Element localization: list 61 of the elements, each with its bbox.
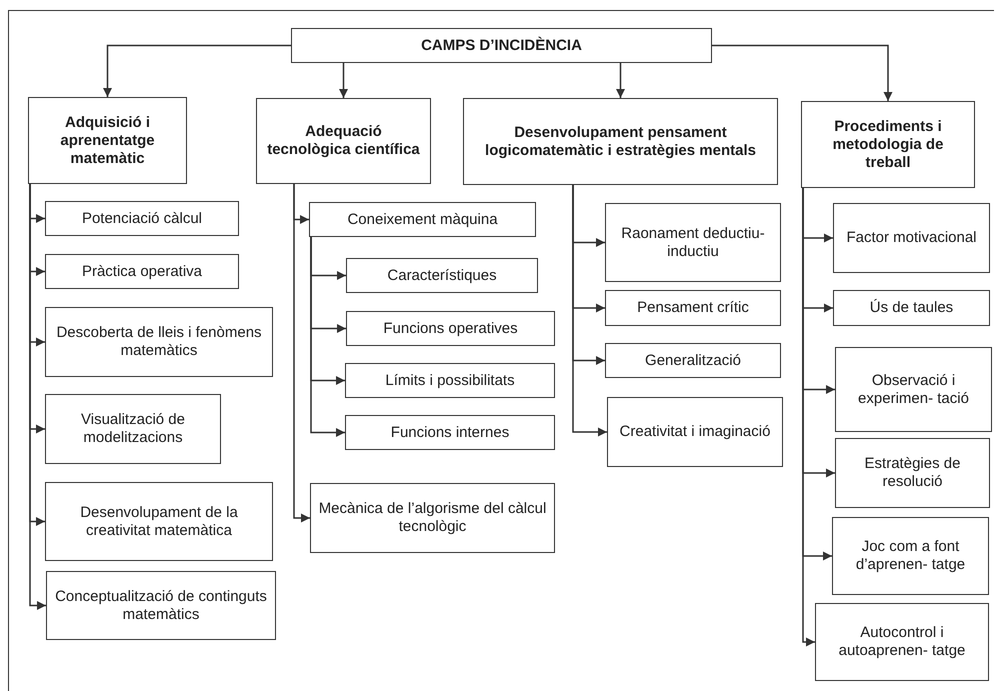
item-box xyxy=(607,397,783,467)
box-label: Observació i experimen- tació xyxy=(857,372,970,408)
category-box xyxy=(256,98,431,184)
root-box xyxy=(291,28,712,63)
item-box xyxy=(309,202,536,237)
arrow xyxy=(712,44,892,101)
item-box xyxy=(346,258,538,293)
item-box xyxy=(605,290,781,326)
box-label: Creativitat i imaginació xyxy=(620,423,770,441)
box-label: CAMPS D’INCIDÈNCIA xyxy=(421,36,582,54)
item-box xyxy=(45,254,239,289)
box-label: Descoberta de lleis i fenòmens matemàtics xyxy=(55,324,263,360)
item-box xyxy=(45,482,273,561)
item-box xyxy=(45,394,221,464)
box-label: Característiques xyxy=(387,266,497,284)
box-label: Joc com a font d’aprenen- tatge xyxy=(854,538,966,574)
box-label: Adquisició i aprenentatge matemàtic xyxy=(59,114,156,168)
item-box xyxy=(310,483,555,553)
box-label: Adequació tecnològica científica xyxy=(266,123,421,159)
box-label: Conceptualització de continguts matemàtics xyxy=(54,588,268,624)
item-box xyxy=(346,311,555,346)
item-box xyxy=(45,307,273,377)
item-box xyxy=(605,203,781,282)
arrow xyxy=(339,63,348,98)
box-label: Desenvolupament pensament logicomatemàtic i estratègies mentals xyxy=(484,124,757,160)
box-label: Funcions operatives xyxy=(383,320,518,338)
item-box xyxy=(832,517,989,595)
category-box xyxy=(801,101,975,188)
arrow xyxy=(293,184,310,522)
item-box xyxy=(45,201,239,236)
item-box xyxy=(605,343,781,378)
item-box xyxy=(345,415,555,450)
box-label: Raonament deductiu- inductiu xyxy=(620,224,766,260)
arrow xyxy=(572,185,607,436)
category-box xyxy=(28,97,187,184)
box-label: Límits i possibilitats xyxy=(385,372,515,390)
box-label: Estratègies de resolució xyxy=(864,455,962,491)
box-label: Mecànica de l’algorisme del càlcul tecnològic xyxy=(318,500,548,536)
box-label: Coneixement màquina xyxy=(347,210,498,228)
item-box xyxy=(835,347,992,432)
box-label: Procediments i metodologia de treball xyxy=(832,118,944,172)
arrow xyxy=(310,237,345,437)
item-box xyxy=(815,603,989,681)
item-box xyxy=(833,203,990,273)
item-box xyxy=(345,363,555,398)
box-label: Autocontrol i autoaprenen- tatge xyxy=(838,624,966,660)
box-label: Generalització xyxy=(645,352,741,370)
box-label: Visualització de modelitzacions xyxy=(80,411,186,447)
category-box xyxy=(463,98,778,185)
box-label: Potenciació càlcul xyxy=(82,210,202,228)
box-label: Ús de taules xyxy=(870,299,954,317)
box-label: Desenvolupament de la creativitat matemàtica xyxy=(79,504,239,540)
box-label: Pensament crític xyxy=(637,299,749,317)
arrow xyxy=(616,63,625,98)
item-box xyxy=(46,571,276,640)
item-box xyxy=(833,290,990,326)
box-label: Funcions internes xyxy=(390,424,510,442)
box-label: Factor motivacional xyxy=(846,229,977,247)
box-label: Pràctica operativa xyxy=(82,262,202,280)
arrow xyxy=(103,44,291,97)
item-box xyxy=(835,438,990,508)
